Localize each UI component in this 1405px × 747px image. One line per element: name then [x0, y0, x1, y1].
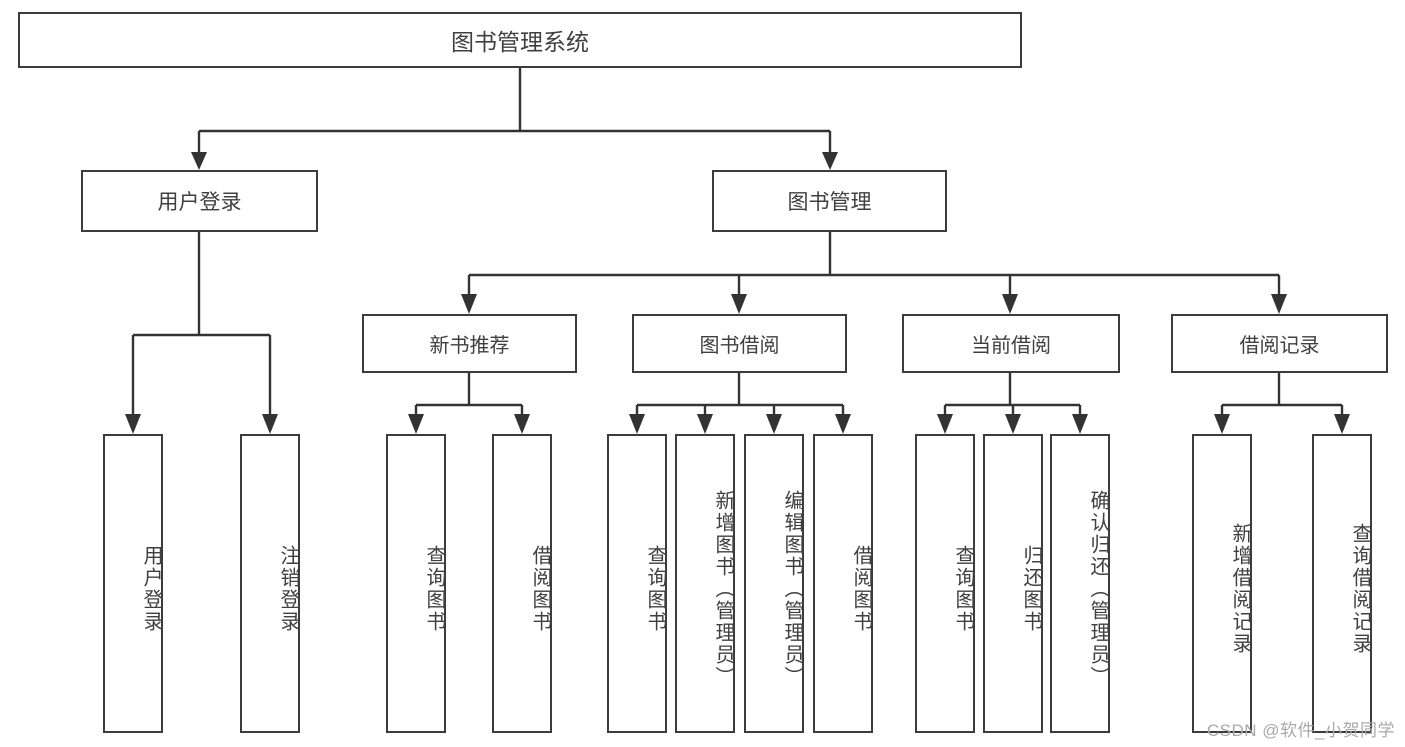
leaf-current-return-book[interactable]: 归还图书 [983, 434, 1043, 733]
leaf-new-query-book[interactable]: 查询图书 [386, 434, 446, 733]
arrow-record-leaf-1 [1214, 414, 1230, 434]
arrow-borrow-leaf-4 [835, 414, 851, 434]
arrow-book-mgmt-to-borrow [731, 294, 747, 314]
arrow-current-leaf-3 [1072, 414, 1088, 434]
node-user-login[interactable]: 用户登录 [81, 170, 318, 232]
node-new-book-recommend[interactable]: 新书推荐 [362, 314, 577, 373]
leaf-label: 注销登录 [277, 544, 299, 633]
leaf-user-login-logout[interactable]: 注销登录 [240, 434, 300, 733]
arrow-borrow-leaf-1 [629, 414, 645, 434]
arrow-book-mgmt-to-new [461, 294, 477, 314]
leaf-current-query-book[interactable]: 查询图书 [915, 434, 975, 733]
watermark: CSDN @软件_小贺同学 [1206, 721, 1395, 740]
arrow-user-login-leaf-2 [262, 414, 278, 434]
node-book-borrow-label: 图书借阅 [699, 335, 780, 357]
arrow-book-mgmt-to-current [1002, 294, 1018, 314]
arrow-book-mgmt-to-record [1271, 294, 1287, 314]
leaf-label: 归还图书 [1020, 544, 1042, 633]
arrow-borrow-leaf-3 [766, 414, 782, 434]
node-borrow-record-label: 借阅记录 [1239, 335, 1320, 357]
leaf-current-confirm-return[interactable]: 确认归还（管理员） [1050, 434, 1110, 733]
arrow-root-to-book-mgmt [822, 152, 838, 170]
arrow-user-login-leaf-1 [125, 414, 141, 434]
node-root[interactable]: 图书管理系统 [18, 12, 1022, 68]
leaf-borrow-query-book[interactable]: 查询图书 [607, 434, 667, 733]
leaf-label: 用户登录 [140, 544, 162, 633]
leaf-user-login-login[interactable]: 用户登录 [103, 434, 163, 733]
node-borrow-record[interactable]: 借阅记录 [1171, 314, 1388, 373]
leaf-record-query-record[interactable]: 查询借阅记录 [1312, 434, 1372, 733]
arrow-new-leaf-1 [408, 414, 424, 434]
arrow-current-leaf-1 [937, 414, 953, 434]
leaf-borrow-add-book[interactable]: 新增图书（管理员） [675, 434, 735, 733]
leaf-borrow-edit-book[interactable]: 编辑图书（管理员） [744, 434, 804, 733]
leaf-label: 查询图书 [644, 544, 666, 633]
leaf-label: 确认归还（管理员） [1087, 489, 1109, 688]
node-book-management[interactable]: 图书管理 [712, 170, 947, 232]
leaf-label: 借阅图书 [850, 544, 872, 633]
node-new-book-recommend-label: 新书推荐 [429, 335, 510, 357]
arrow-new-leaf-2 [514, 414, 530, 434]
leaf-label: 查询图书 [423, 544, 445, 633]
leaf-new-borrow-book[interactable]: 借阅图书 [492, 434, 552, 733]
leaf-label: 查询借阅记录 [1349, 522, 1371, 655]
leaf-label: 新增借阅记录 [1229, 522, 1251, 655]
node-current-borrow[interactable]: 当前借阅 [902, 314, 1120, 373]
leaf-label: 查询图书 [952, 544, 974, 633]
node-current-borrow-label: 当前借阅 [971, 335, 1051, 357]
node-book-borrow[interactable]: 图书借阅 [632, 314, 847, 373]
leaf-label: 新增图书（管理员） [712, 489, 734, 688]
arrow-borrow-leaf-2 [697, 414, 713, 434]
leaf-borrow-borrow-book[interactable]: 借阅图书 [813, 434, 873, 733]
leaf-label: 编辑图书（管理员） [781, 489, 803, 688]
node-user-login-label: 用户登录 [157, 191, 242, 214]
node-book-management-label: 图书管理 [787, 191, 872, 214]
leaf-label: 借阅图书 [529, 544, 551, 633]
arrow-record-leaf-2 [1334, 414, 1350, 434]
leaf-record-add-record[interactable]: 新增借阅记录 [1192, 434, 1252, 733]
arrow-current-leaf-2 [1005, 414, 1021, 434]
arrow-root-to-user-login [191, 152, 207, 170]
node-root-label: 图书管理系统 [451, 29, 589, 55]
